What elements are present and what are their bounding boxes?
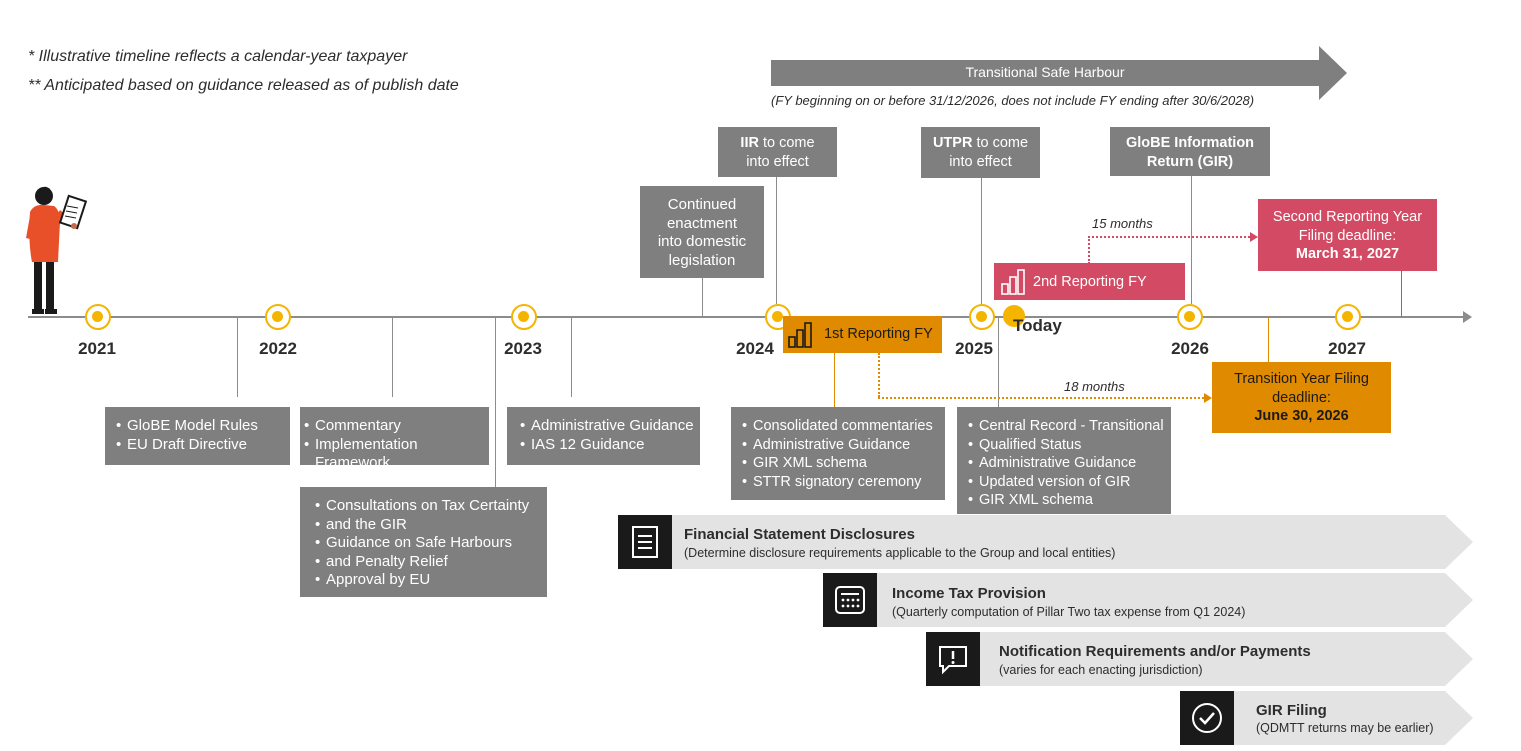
connector-line: [571, 317, 572, 397]
year-node-2022: [265, 304, 291, 330]
connector-line: [776, 176, 777, 304]
connector-line: [998, 317, 999, 407]
year-label: 2021: [78, 339, 116, 358]
checkmark-icon: [1180, 691, 1234, 745]
second-reporting-fy-label: 2nd Reporting FY: [1033, 274, 1147, 290]
band-subtitle: (QDMTT returns may be earlier): [1256, 721, 1434, 735]
list-item: EU Draft Directive: [116, 436, 290, 455]
transition-year-deadline-box: Transition Year Filing deadline: June 30…: [1212, 362, 1391, 433]
guidance-box-2021: GloBE Model Rules EU Draft Directive: [105, 407, 290, 465]
band-title: GIR Filing: [1256, 702, 1327, 719]
list-item: Approval by EU: [315, 571, 547, 590]
list-item: GIR XML schema: [968, 491, 1171, 510]
connector-line: [1268, 318, 1269, 362]
list-item: Commentary: [304, 417, 489, 436]
connector-line: [495, 317, 496, 487]
band-subtitle: (Quarterly computation of Pillar Two tax…: [892, 605, 1246, 619]
person-reading-illustration: [26, 186, 88, 314]
connector-line: [702, 278, 703, 318]
list-item: GIR XML schema: [742, 454, 945, 473]
list-item: and Penalty Relief: [315, 553, 547, 572]
list-item: Implementation Framework: [304, 436, 489, 473]
first-reporting-fy-label: 1st Reporting FY: [824, 326, 933, 342]
year-node-2026: [1177, 304, 1203, 330]
connector-line: [834, 352, 835, 408]
dotted-arrowhead: [1204, 393, 1212, 403]
guidance-box-2025: Central Record - Transitional Qualified …: [957, 407, 1171, 514]
list-item: Administrative Guidance: [520, 417, 700, 436]
utpr-effect-box: UTPR to come into effect: [921, 127, 1040, 178]
dotted-connector: [1088, 236, 1250, 238]
year-label: 2022: [259, 339, 297, 358]
year-label: 2026: [1171, 339, 1209, 358]
continued-enactment-box: Continued enactment into domestic legisl…: [640, 186, 764, 278]
dotted-arrowhead: [1250, 232, 1258, 242]
calculator-icon: [823, 573, 877, 627]
second-reporting-deadline-box: Second Reporting Year Filing deadline: M…: [1258, 199, 1437, 271]
iir-effect-box: IIR to come into effect: [718, 127, 837, 177]
bar-chart-icon: [1001, 269, 1025, 295]
second-reporting-fy-box: [994, 263, 1185, 300]
timeline-axis: [28, 316, 1464, 318]
months-15-label: 15 months: [1092, 216, 1153, 231]
year-node-2023: [511, 304, 537, 330]
connector-line: [237, 317, 238, 397]
dotted-connector: [878, 397, 1204, 399]
connector-line: [392, 317, 393, 397]
band-subtitle: (varies for each enacting jurisdiction): [999, 663, 1203, 677]
financial-statement-band: [618, 515, 1473, 569]
alert-icon: [926, 632, 980, 686]
list-item: and the GIR: [315, 516, 547, 535]
dotted-connector: [878, 353, 880, 397]
list-item: GloBE Model Rules: [116, 417, 290, 436]
dotted-connector: [1088, 236, 1090, 264]
guidance-box-2022-consultations: Consultations on Tax Certainty and the G…: [300, 487, 547, 597]
year-label: 2023: [504, 339, 542, 358]
list-item: IAS 12 Guidance: [520, 436, 700, 455]
connector-line: [1191, 176, 1192, 304]
safe-harbour-note: (FY beginning on or before 31/12/2026, d…: [771, 93, 1255, 108]
connector-line: [1401, 270, 1402, 317]
band-subtitle: (Determine disclosure requirements appli…: [684, 546, 1116, 560]
list-item: Updated version of GIR: [968, 473, 1171, 492]
year-label: 2024: [736, 339, 774, 358]
list-item: Qualified Status: [968, 436, 1171, 455]
year-node-2021: [85, 304, 111, 330]
guidance-box-2024: Consolidated commentaries Administrative…: [731, 407, 945, 500]
connector-line: [981, 178, 982, 304]
list-item: Guidance on Safe Harbours: [315, 534, 547, 553]
list-item: Central Record - Transitional: [968, 417, 1171, 436]
year-label: 2027: [1328, 339, 1366, 358]
year-node-2027: [1335, 304, 1361, 330]
gir-return-box: GloBE Information Return (GIR): [1110, 127, 1270, 176]
year-label: 2025: [955, 339, 993, 358]
today-marker: [1003, 305, 1025, 327]
list-item: Administrative Guidance: [968, 454, 1171, 473]
months-18-label: 18 months: [1064, 379, 1125, 394]
timeline-arrowhead: [1463, 311, 1472, 323]
bar-chart-icon: [788, 322, 812, 348]
income-tax-provision-band: [823, 573, 1473, 627]
footnote-calendar-year: * Illustrative timeline reflects a calen…: [28, 48, 408, 65]
guidance-box-2023: Administrative Guidance IAS 12 Guidance: [507, 407, 700, 465]
document-icon: [618, 515, 672, 569]
footnote-anticipated: ** Anticipated based on guidance release…: [28, 77, 459, 94]
band-title: Notification Requirements and/or Payment…: [999, 643, 1311, 660]
year-node-2025: [969, 304, 995, 330]
list-item: Consolidated commentaries: [742, 417, 945, 436]
band-title: Financial Statement Disclosures: [684, 526, 915, 543]
safe-harbour-label: Transitional Safe Harbour: [965, 64, 1125, 80]
list-item: STTR signatory ceremony: [742, 473, 945, 492]
today-label: Today: [1013, 316, 1062, 335]
guidance-box-2022: Commentary Implementation Framework: [300, 407, 489, 471]
list-item: Administrative Guidance: [742, 436, 945, 455]
list-item: Consultations on Tax Certainty: [315, 497, 547, 516]
band-title: Income Tax Provision: [892, 585, 1046, 602]
notification-requirements-band: [926, 632, 1473, 686]
